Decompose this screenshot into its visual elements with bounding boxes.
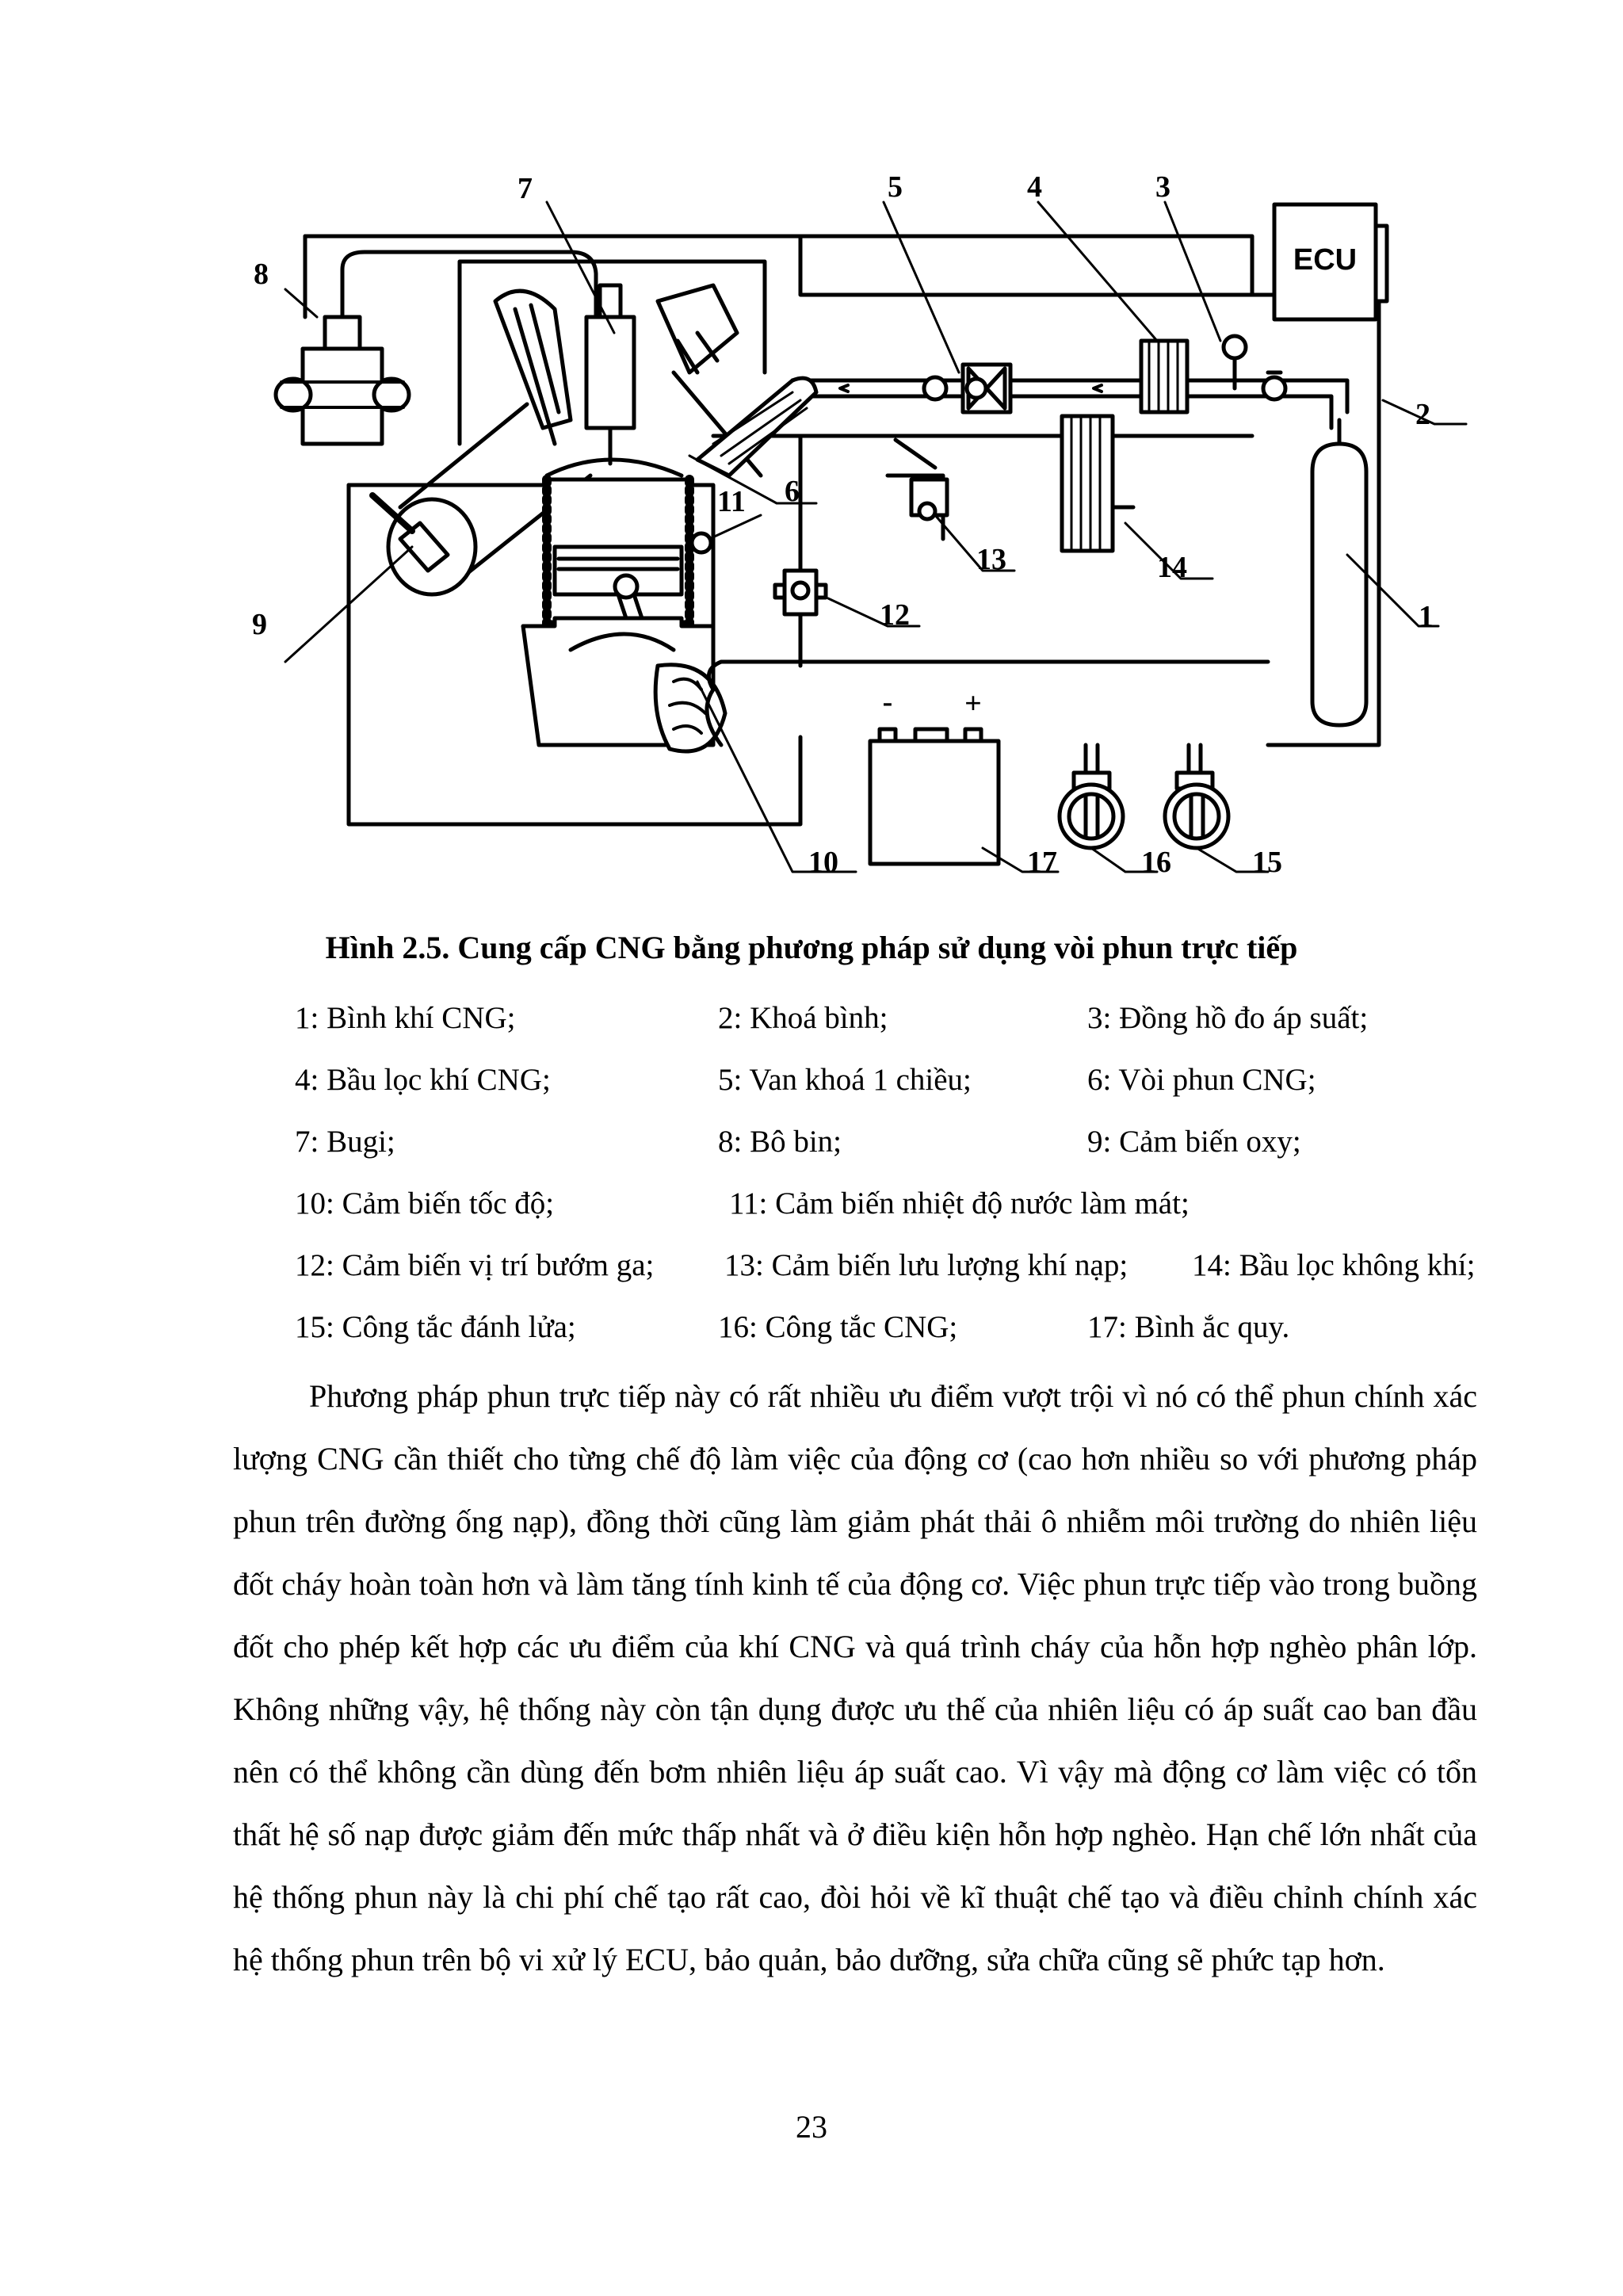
legend-item: 7: Bugi; [295, 1111, 395, 1173]
callout-9: 9 [252, 608, 267, 641]
legend-item: 12: Cảm biến vị trí bướm ga; [295, 1235, 654, 1297]
callout-15: 15 [1252, 846, 1282, 879]
cng-cylinder [1312, 420, 1366, 725]
legend-item: 9: Cảm biến oxy; [1087, 1111, 1301, 1173]
callout-17: 17 [1027, 846, 1057, 879]
callout-11: 11 [717, 485, 746, 518]
callout-3: 3 [1155, 170, 1170, 204]
legend-item: 13: Cảm biến lưu lượng khí nạp; [724, 1235, 1128, 1297]
callout-12: 12 [880, 598, 910, 632]
legend-item: 4: Bầu lọc khí CNG; [295, 1049, 551, 1111]
callout-13: 13 [976, 543, 1006, 576]
callout-14: 14 [1157, 551, 1187, 584]
figure-caption: Hình 2.5. Cung cấp CNG bằng phương pháp … [0, 929, 1623, 966]
air-flow-sensor [896, 440, 947, 519]
callout-10: 10 [808, 846, 838, 879]
callout-1: 1 [1419, 600, 1434, 633]
legend-item: 1: Bình khí CNG; [295, 988, 515, 1049]
battery-plus-sign: + [964, 687, 982, 720]
callout-7: 7 [517, 172, 533, 205]
legend-item: 6: Vòi phun CNG; [1087, 1049, 1316, 1111]
page-number: 23 [0, 2108, 1623, 2145]
legend-item: 17: Bình ắc quy. [1087, 1297, 1289, 1358]
callout-2: 2 [1415, 398, 1430, 431]
callout-16: 16 [1141, 846, 1171, 879]
ecu-label: ECU [1293, 243, 1357, 277]
legend-item: 2: Khoá bình; [718, 988, 888, 1049]
ecu-box: ECU [1274, 204, 1387, 319]
throttle-position-sensor [775, 571, 826, 634]
battery-minus-sign: - [883, 686, 893, 719]
callout-4: 4 [1027, 170, 1042, 204]
callout-5: 5 [888, 170, 903, 204]
legend-item: 3: Đồng hồ đo áp suất; [1087, 988, 1368, 1049]
cng-direct-injection-diagram: ECU [238, 159, 1474, 896]
legend-item: 11: Cảm biến nhiệt độ nước làm mát; [729, 1173, 1190, 1235]
paragraph: Phương pháp phun trực tiếp này có rất nh… [233, 1365, 1477, 1991]
legend-item: 5: Van khoá 1 chiều; [718, 1049, 972, 1111]
ignition-switch [1165, 745, 1228, 848]
legend-item: 14: Bầu lọc không khí; [1192, 1235, 1475, 1297]
legend-item: 15: Công tắc đánh lửa; [295, 1297, 576, 1358]
engine-block [523, 479, 725, 751]
callout-6: 6 [785, 475, 800, 508]
legend-item: 16: Công tắc CNG; [718, 1297, 957, 1358]
callout-8: 8 [254, 258, 269, 291]
engine-cylinder-head [495, 285, 816, 507]
body-text: Phương pháp phun trực tiếp này có rất nh… [233, 1365, 1477, 1991]
legend-item: 8: Bô bin; [718, 1111, 842, 1173]
legend-item: 10: Cảm biến tốc độ; [295, 1173, 554, 1235]
cng-switch [1060, 745, 1123, 848]
